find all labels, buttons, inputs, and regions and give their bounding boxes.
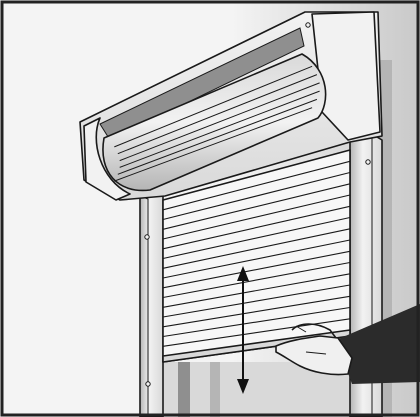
window-frame-jamb-right [210,362,220,417]
window-frame-jamb-left [178,362,190,417]
screw-icon [145,235,149,239]
left-rail-body [140,188,163,417]
left-guide-rail [140,188,163,417]
screw-icon [146,382,150,386]
screw-icon [306,23,310,27]
screw-icon [366,160,370,164]
